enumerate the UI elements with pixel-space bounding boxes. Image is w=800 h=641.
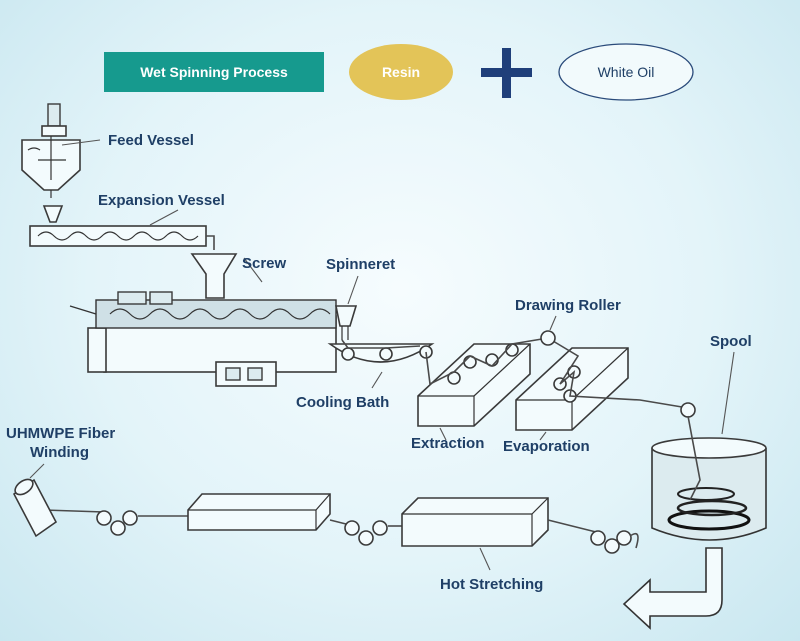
white-oil-text: White Oil (598, 64, 655, 80)
label-winding-line1: UHMWPE Fiber (6, 425, 115, 442)
return-arrow-icon (622, 547, 723, 630)
title-box (104, 52, 324, 92)
evaporation-drawing (515, 337, 689, 441)
spinneret-drawing (335, 275, 359, 340)
label-spinneret: Spinneret (326, 256, 395, 273)
title-text: Wet Spinning Process (140, 64, 288, 80)
header: Wet Spinning Process Resin White Oil (104, 43, 694, 101)
label-spool: Spool (710, 333, 752, 350)
label-cooling-bath: Cooling Bath (296, 394, 389, 411)
resin-text: Resin (382, 64, 420, 80)
winding-roll-drawing (12, 463, 58, 538)
label-evaporation: Evaporation (503, 438, 590, 455)
extruder-drawing (69, 253, 337, 387)
hot-stretching-drawing (43, 493, 639, 571)
label-extraction: Extraction (411, 435, 484, 452)
extraction-drawing (417, 337, 549, 441)
label-expansion-vessel: Expansion Vessel (98, 192, 225, 209)
expansion-vessel-drawing (29, 205, 215, 250)
cooling-bath-drawing (327, 339, 435, 389)
resin-pill (349, 44, 453, 100)
feed-vessel-drawing (21, 103, 101, 198)
label-feed-vessel: Feed Vessel (108, 132, 194, 149)
label-hot-stretching: Hot Stretching (440, 576, 543, 593)
drawing-roller-drawing (540, 315, 557, 346)
plus-icon (481, 48, 532, 98)
label-drawing-roller: Drawing Roller (515, 297, 621, 314)
label-screw: Screw (242, 255, 287, 272)
spool-drawing (651, 351, 767, 541)
label-winding-line2: Winding (30, 444, 89, 461)
white-oil-pill (558, 43, 694, 101)
